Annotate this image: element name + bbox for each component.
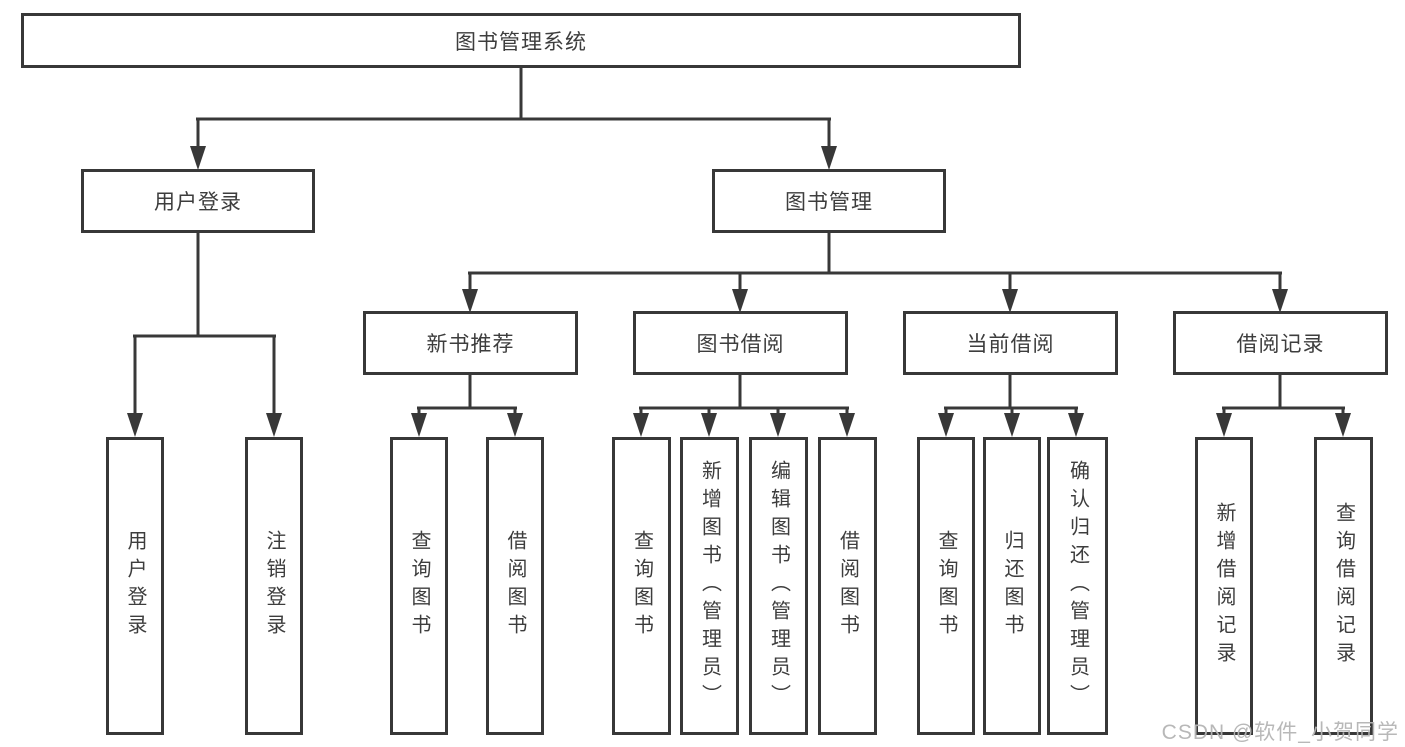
leaf-label: 借阅图书 (504, 530, 526, 642)
node-new-book-recommend: 新书推荐 (363, 311, 578, 375)
arrowheads (127, 146, 1351, 437)
leaf-return-books: 归还图书 (983, 437, 1041, 735)
leaf-label: 注销登录 (263, 530, 285, 642)
leaf-logout: 注销登录 (245, 437, 303, 735)
leaf-add-books-admin: 新增图书（管理员） (680, 437, 739, 735)
leaf-label: 查询借阅记录 (1332, 502, 1355, 670)
node-borrow-records: 借阅记录 (1173, 311, 1388, 375)
leaf-user-login: 用户登录 (106, 437, 164, 735)
csdn-watermark: CSDN @软件_小贺同学 (1161, 721, 1399, 744)
leaf-borrow-books: 借阅图书 (818, 437, 877, 735)
leaf-borrow-books-recommend: 借阅图书 (486, 437, 544, 735)
leaf-query-books-borrow: 查询图书 (612, 437, 671, 735)
leaf-query-books-recommend: 查询图书 (390, 437, 448, 735)
leaf-label: 新增借阅记录 (1213, 502, 1235, 670)
leaf-label: 用户登录 (124, 530, 146, 642)
leaf-label: 查询图书 (408, 530, 430, 642)
leaf-label: 确认归还（管理员） (1066, 460, 1089, 712)
leaf-query-books-current: 查询图书 (917, 437, 975, 735)
node-user-login: 用户登录 (81, 169, 315, 233)
leaf-query-borrow-record: 查询借阅记录 (1314, 437, 1373, 735)
node-book-management: 图书管理 (712, 169, 946, 233)
leaf-label: 编辑图书（管理员） (767, 460, 790, 712)
leaf-add-borrow-record: 新增借阅记录 (1195, 437, 1253, 735)
leaf-label: 归还图书 (1001, 530, 1023, 642)
node-book-borrow: 图书借阅 (633, 311, 848, 375)
leaf-label: 查询图书 (630, 530, 653, 642)
leaf-label: 新增图书（管理员） (698, 460, 721, 712)
leaf-label: 查询图书 (935, 530, 957, 642)
leaf-edit-books-admin: 编辑图书（管理员） (749, 437, 808, 735)
node-current-borrow: 当前借阅 (903, 311, 1118, 375)
leaf-confirm-return-admin: 确认归还（管理员） (1047, 437, 1108, 735)
node-root-system: 图书管理系统 (21, 13, 1021, 68)
leaf-label: 借阅图书 (836, 530, 859, 642)
